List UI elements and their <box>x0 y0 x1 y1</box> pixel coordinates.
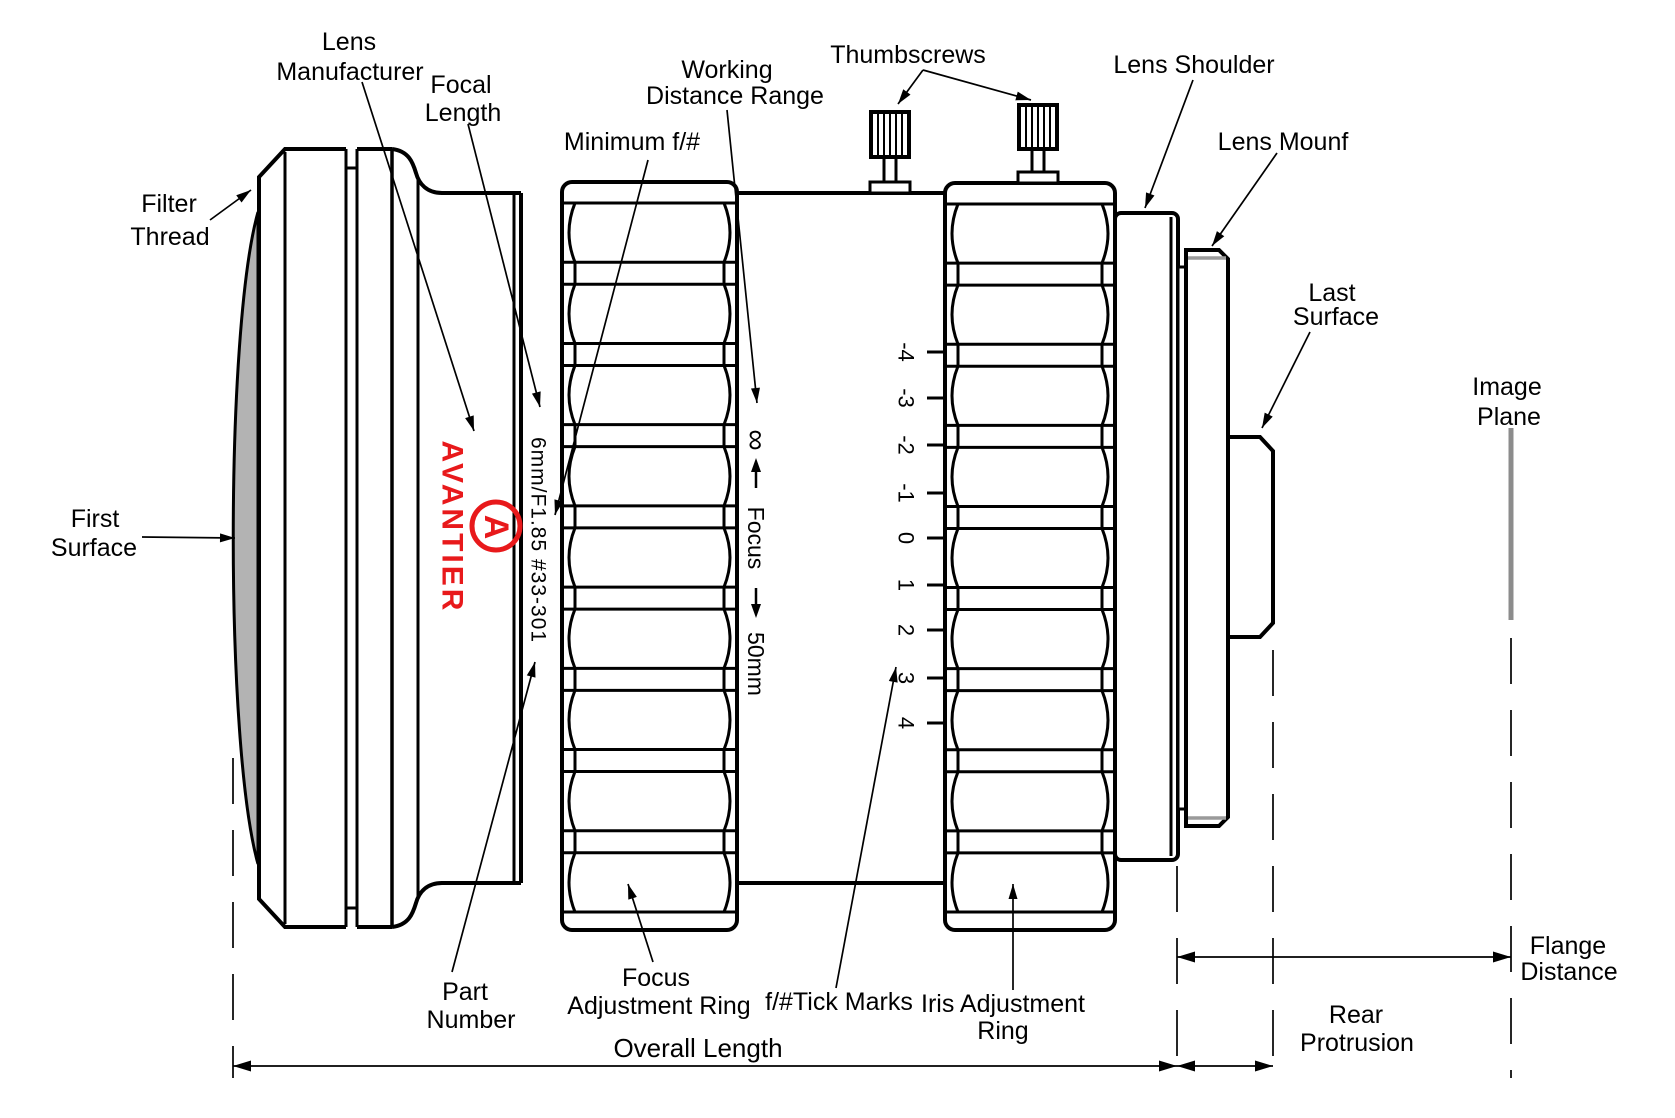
leader-lens-mount <box>1211 152 1278 247</box>
flange-distance-label-line2: Distance <box>1520 958 1617 986</box>
filter-thread-label-line2: Thread <box>130 223 209 251</box>
tick-label: -3 <box>894 388 919 408</box>
tick-lines <box>927 350 946 725</box>
labels-layer: Lens Manufacturer Focal Length Minimum f… <box>51 28 1618 1063</box>
lens-mount-label: Lens Mounf <box>1218 128 1349 156</box>
thumbscrew-rear-knurl <box>1025 107 1051 147</box>
iris-adjustment-ring-shape[interactable] <box>943 181 1117 932</box>
working-distance-label-line1: Working <box>681 56 772 84</box>
shoulder-curve-top <box>391 147 443 195</box>
overall-length-label: Overall Length <box>613 1033 782 1063</box>
first-surface-label-line1: First <box>71 505 120 533</box>
leader-minimum-f <box>554 159 649 516</box>
brand-text: AVANTIER <box>436 441 469 614</box>
first-surface-glass <box>231 211 260 865</box>
leader-lens-shoulder <box>1144 79 1194 209</box>
rear-assembly <box>1113 211 1275 862</box>
brand-marking: AVANTIER A <box>436 441 523 614</box>
thumbscrew-rear-base <box>1016 170 1060 185</box>
leader-working-distance <box>726 109 760 404</box>
extension-lines <box>232 638 1512 1078</box>
last-surface-label-line2: Surface <box>1293 303 1379 331</box>
focus-ring-label-line1: Focus <box>622 964 690 992</box>
rear-protrusion-label-line1: Rear <box>1329 1001 1383 1029</box>
image-plane-label-line2: Plane <box>1477 403 1541 431</box>
part-number-label-line2: Number <box>427 1006 516 1034</box>
focus-scale-arrow-down-head <box>751 604 761 618</box>
rear-protrusion-label-line2: Protrusion <box>1300 1029 1414 1057</box>
spec-marking: 6mm/F1.85 #33-301 <box>527 437 550 643</box>
lens-manufacturer-label-line2: Manufacturer <box>276 58 423 86</box>
iris-ring-label-line1: Iris Adjustment <box>921 990 1085 1018</box>
focus-ring-label-line2: Adjustment Ring <box>567 992 750 1020</box>
lens-shoulder-shape <box>1113 211 1180 862</box>
focal-length-label-line2: Length <box>425 99 501 127</box>
tick-label: -4 <box>894 342 919 362</box>
last-surface-label-line1: Last <box>1308 279 1355 307</box>
focal-length-label-line1: Focal <box>430 71 491 99</box>
leader-f-tick-marks <box>835 666 898 989</box>
thumbscrew-front-base <box>868 180 912 195</box>
brand-logo-letter: A <box>477 515 515 540</box>
iris-tick-marks: -4 -3 -2 -1 0 1 2 3 4 <box>894 342 946 729</box>
filter-thread-label-line1: Filter <box>141 190 197 218</box>
lens-shoulder-label: Lens Shoulder <box>1113 51 1274 79</box>
first-surface-label-line2: Surface <box>51 534 137 562</box>
tick-label: 0 <box>894 532 919 544</box>
mid-barrel <box>735 191 948 885</box>
tick-label: -1 <box>894 483 919 503</box>
part-number-label-line1: Part <box>442 978 488 1006</box>
leader-focal-length <box>467 123 541 408</box>
focus-scale: ∞ Focus 50mm <box>740 429 773 696</box>
tick-label: -2 <box>894 435 919 455</box>
flange-distance-dimension <box>1177 951 1511 963</box>
leader-thumbscrew-rear <box>922 69 1032 101</box>
rear-protrusion-shape <box>1226 435 1275 639</box>
lens-mount-shape <box>1184 248 1230 828</box>
flange-distance-label-line1: Flange <box>1530 932 1606 960</box>
image-plane-label-line1: Image <box>1472 373 1541 401</box>
thumbscrew-rear-shaft <box>1030 147 1046 174</box>
filter-thread-cap-outline <box>257 147 346 929</box>
minimum-f-label: Minimum f/# <box>564 128 700 156</box>
tick-label: 1 <box>894 579 919 591</box>
tick-label: 3 <box>894 672 919 684</box>
leader-thumbscrew-front <box>897 69 924 105</box>
leader-focus-ring <box>627 883 654 963</box>
brand-logo-icon <box>469 499 523 553</box>
f-tick-marks-label: f/#Tick Marks <box>765 988 913 1016</box>
lens-manufacturer-label-line1: Lens <box>322 28 376 56</box>
working-distance-label-line2: Distance Range <box>646 82 824 110</box>
overall-length-dimension <box>233 1060 1177 1072</box>
front-barrel-assembly <box>231 147 443 929</box>
leader-first-surface <box>141 533 236 543</box>
focus-adjustment-ring-shape[interactable] <box>560 180 739 932</box>
thumbscrew-front-knurl <box>877 114 903 155</box>
tick-label: 2 <box>894 624 919 636</box>
leader-part-number <box>451 661 536 973</box>
leader-last-surface <box>1261 331 1311 429</box>
leader-filter-thread <box>209 189 252 221</box>
thumbscrews-label: Thumbscrews <box>830 41 986 69</box>
leader-iris-ring <box>1008 884 1018 990</box>
thumbscrew-front[interactable] <box>868 110 912 195</box>
tick-label: 4 <box>894 717 919 729</box>
shoulder-curve-bottom <box>391 881 443 929</box>
thumbscrew-rear[interactable] <box>1016 103 1060 185</box>
focus-scale-arrow-up-head <box>751 458 761 472</box>
focus-scale-infinity: ∞ <box>740 429 773 450</box>
thumbscrew-front-shaft <box>882 154 898 184</box>
iris-ring-label-line2: Ring <box>977 1017 1028 1045</box>
focus-scale-word: Focus <box>743 507 769 570</box>
rear-protrusion-dimension <box>1177 1060 1273 1072</box>
focus-scale-near: 50mm <box>743 632 769 696</box>
leader-lens-manufacturer <box>361 81 475 432</box>
